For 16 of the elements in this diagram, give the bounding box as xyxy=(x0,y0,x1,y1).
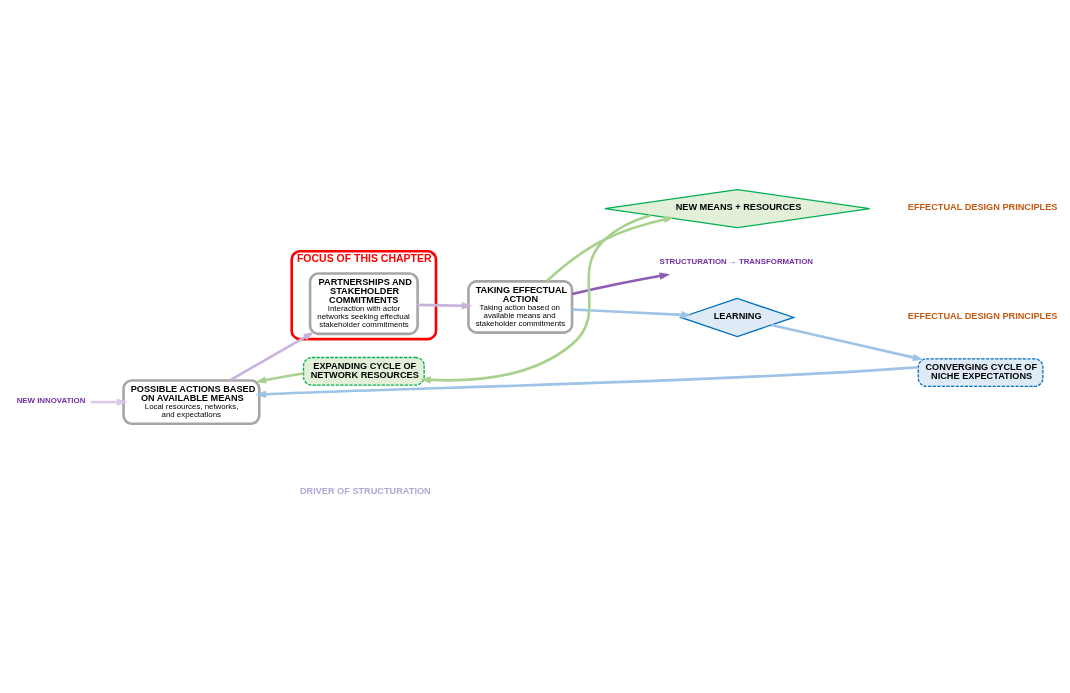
node-diamond: NEW MEANS + RESOURCES xyxy=(604,188,871,228)
arrow xyxy=(229,331,315,381)
arrow xyxy=(771,323,924,361)
node-box: CONVERGING CYCLE OF NICHE EXPECTATIONS xyxy=(917,357,1044,387)
arrow xyxy=(572,307,692,318)
label: EFFECTUAL DESIGN PRINCIPLES xyxy=(907,310,1058,321)
arrow xyxy=(255,371,304,384)
label: DRIVER OF STRUCTURATION xyxy=(299,485,431,496)
node-box: EXPANDING CYCLE OF NETWORK RESOURCES xyxy=(302,356,425,386)
arrow xyxy=(90,397,128,406)
arrow xyxy=(571,271,671,295)
label: EFFECTUAL DESIGN PRINCIPLES xyxy=(907,201,1058,212)
arrow xyxy=(420,213,652,384)
arrow xyxy=(417,301,473,309)
arrow xyxy=(545,215,675,282)
arrow xyxy=(255,365,919,398)
